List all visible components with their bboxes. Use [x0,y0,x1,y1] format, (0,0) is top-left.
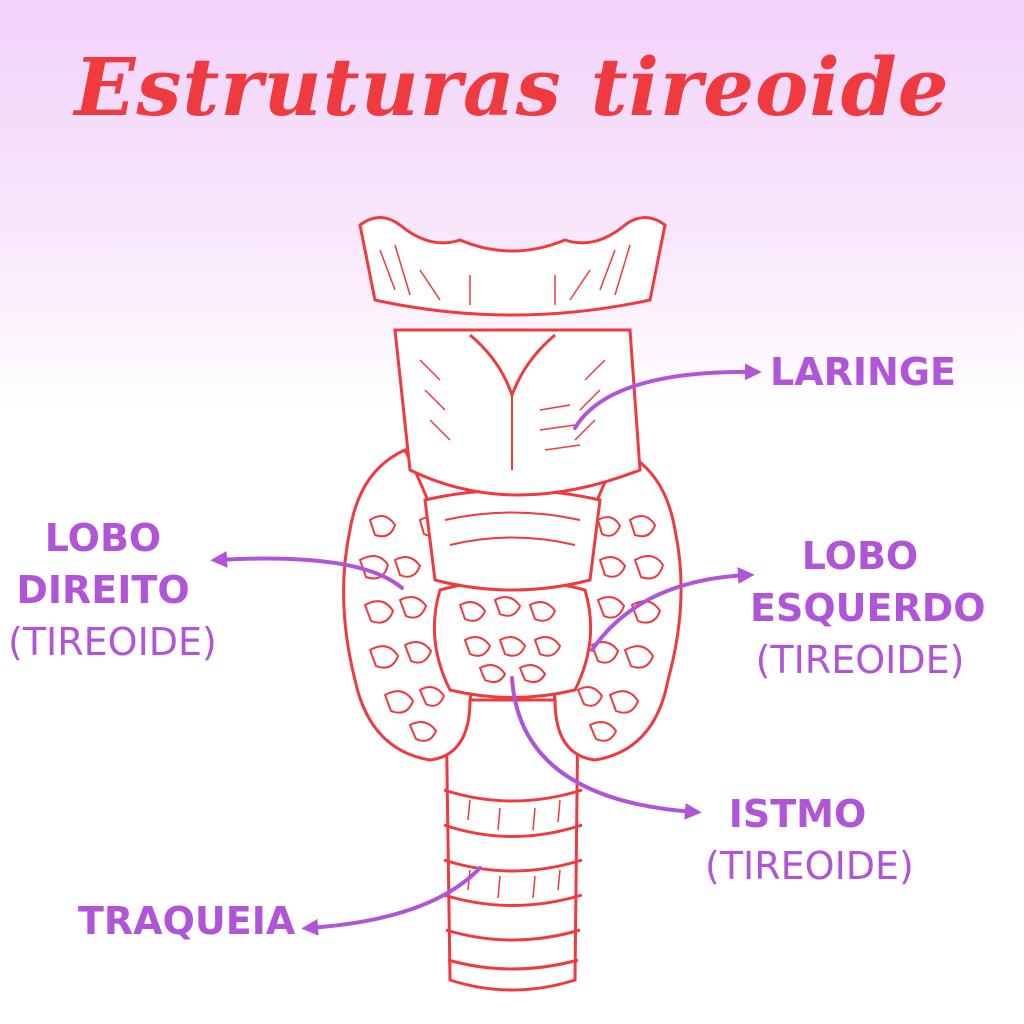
label-lobo-direito-line-2: DIREITO [16,568,190,612]
laringe-arrow [573,363,762,430]
label-lobo-direito-line-3: (TIREOIDE) [8,620,217,664]
lobo-direito-arrow [210,551,404,590]
label-arrows [210,363,762,936]
label-lobo-direito: LOBO DIREITO (TIREOIDE) [8,512,217,668]
left-lobe-shape [551,448,683,762]
cricoid-shape [423,488,602,592]
label-lobo-esquerdo-line-1: LOBO [801,534,919,578]
label-laringe: LARINGE [770,346,956,398]
label-lobo-esquerdo-line-2: ESQUERDO [750,586,986,630]
traqueia-arrow [301,866,482,936]
label-lobo-esquerdo: LOBO ESQUERDO (TIREOIDE) [750,530,986,686]
istmo-arrow [510,676,702,820]
label-istmo: ISTMO (TIREOIDE) [705,788,914,892]
larynx-shape [393,328,642,497]
label-lobo-esquerdo-line-3: (TIREOIDE) [755,638,965,682]
label-istmo-line-1: ISTMO [728,792,867,836]
hyoid-shape [358,216,667,317]
label-istmo-line-2: (TIREOIDE) [705,844,914,888]
diagram-title: Estruturas tireoide [74,40,950,134]
label-traqueia-line: TRAQUEIA [78,899,296,943]
label-lobo-direito-line-1: LOBO [44,516,162,560]
trachea-shape [443,698,583,992]
lobo-esquerdo-arrow [590,567,755,652]
label-laringe-line: LARINGE [770,350,956,394]
label-traqueia: TRAQUEIA [78,895,295,947]
